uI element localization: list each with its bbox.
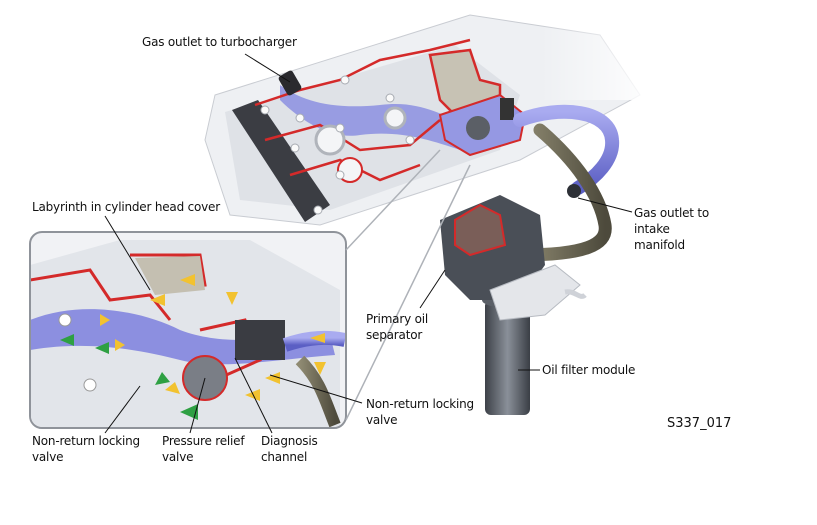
leader-lines (104, 53, 633, 434)
label-gas-outlet-intake: Gas outlet to intake manifold (634, 206, 710, 252)
leader-intake (577, 197, 633, 213)
turbo-outlet-connector (278, 70, 302, 96)
oil-separator-assembly (440, 195, 587, 415)
label-pressure-relief-valve: Pressure relief valve (162, 434, 245, 464)
label-primary-oil-separator: Primary oil separator (366, 312, 428, 342)
dark-hose (513, 123, 612, 262)
label-oil-filter-module: Oil filter module (542, 363, 636, 377)
leader-nonreturn-right (269, 374, 363, 404)
blue-hose (513, 104, 620, 195)
leader-turbo (244, 53, 291, 83)
leader-nonreturn-left (104, 385, 141, 434)
label-gas-outlet-turbocharger: Gas outlet to turbocharger (142, 35, 297, 49)
figure-code: S337_017 (667, 416, 732, 431)
label-non-return-valve-right: Non-return locking valve (366, 397, 474, 427)
oil-filter-canister (485, 300, 530, 415)
label-non-return-valve-left: Non-return locking valve (32, 434, 140, 464)
label-labyrinth: Labyrinth in cylinder head cover (32, 200, 220, 214)
intake-outlet-port (567, 184, 581, 198)
oil-flow-arrows (100, 274, 326, 401)
label-diagnosis-channel: Diagnosis channel (261, 434, 318, 464)
leader-labyrinth (104, 215, 151, 291)
leader-pressure-relief (189, 377, 206, 434)
leader-separator (419, 269, 446, 309)
cylinder-head-cover (204, 0, 660, 226)
leader-diagnosis (234, 357, 273, 434)
clean-flow-arrows (60, 334, 198, 420)
